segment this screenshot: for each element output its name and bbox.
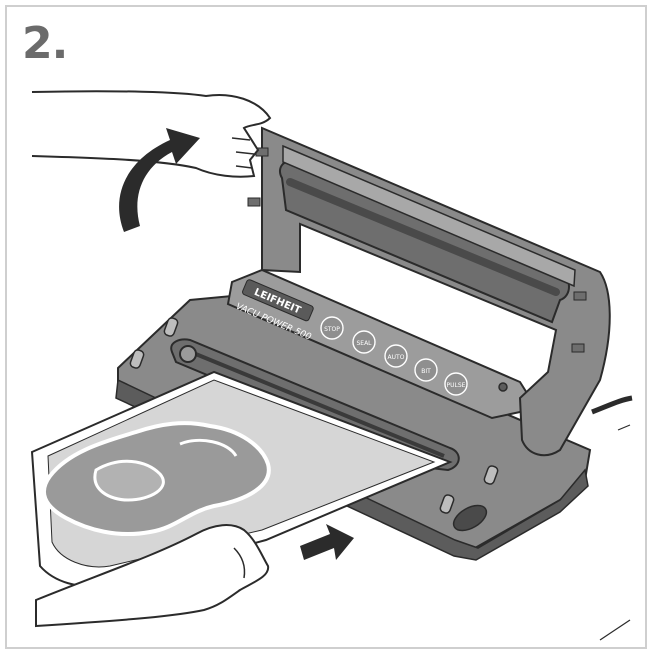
button-bit: BIT — [414, 358, 438, 382]
svg-text:PULSE: PULSE — [447, 382, 466, 389]
vacuum-bag — [30, 370, 453, 587]
table-edge — [617, 424, 631, 431]
brand-badge — [242, 279, 314, 322]
sealer-lid — [247, 126, 611, 457]
svg-text:STOP: STOP — [324, 326, 340, 333]
hand-lifting-lid — [31, 90, 272, 178]
svg-text:BIT: BIT — [421, 368, 431, 375]
svg-text:SEAL: SEAL — [356, 340, 372, 347]
button-seal: SEAL — [352, 330, 376, 354]
button-stop: STOP — [320, 316, 344, 340]
indicator-light — [498, 382, 508, 392]
hand-pushing-bag — [35, 524, 270, 628]
insert-direction-arrow-icon — [300, 524, 354, 560]
open-lid-arrow-icon — [119, 128, 200, 232]
button-pulse: PULSE — [444, 372, 468, 396]
button-auto: AUTO — [384, 344, 408, 368]
table-edge — [599, 619, 631, 641]
power-cord — [591, 395, 633, 415]
svg-text:AUTO: AUTO — [388, 354, 405, 361]
step-number: 2. — [22, 18, 68, 69]
